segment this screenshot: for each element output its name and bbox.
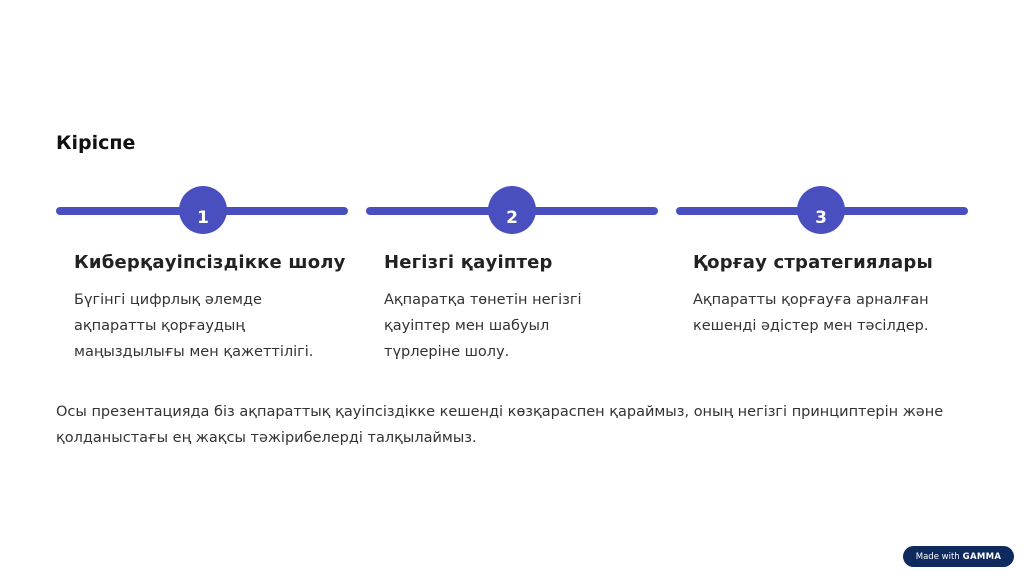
step-card-1: Киберқауіпсіздікке шолу Бүгінгі цифрлық … — [74, 252, 374, 365]
gamma-logo: GAMMA — [962, 551, 1002, 562]
page-title: Кіріспе — [56, 132, 136, 154]
step-description: Ақпаратқа төнетін негізгі қауіптер мен ш… — [384, 292, 582, 360]
step-description: Бүгінгі цифрлық әлемде ақпаратты қорғауд… — [74, 292, 314, 360]
step-description: Ақпаратты қорғауға арналған кешенді әдіс… — [693, 292, 929, 334]
step-number-2: 2 — [488, 186, 536, 234]
intro-paragraph: Осы презентацияда біз ақпараттық қауіпсі… — [56, 404, 944, 446]
step-number-1: 1 — [179, 186, 227, 234]
made-with-gamma-badge[interactable]: Made with GAMMA — [903, 546, 1014, 567]
badge-prefix: Made with — [915, 551, 960, 562]
step-heading: Негізгі қауіптер — [384, 252, 553, 273]
step-heading: Қорғау стратегиялары — [693, 252, 933, 273]
step-card-3: Қорғау стратегиялары Ақпаратты қорғауға … — [693, 252, 993, 339]
step-heading: Киберқауіпсіздікке шолу — [74, 252, 346, 273]
step-number-3: 3 — [797, 186, 845, 234]
step-card-2: Негізгі қауіптер Ақпаратқа төнетін негіз… — [384, 252, 684, 365]
